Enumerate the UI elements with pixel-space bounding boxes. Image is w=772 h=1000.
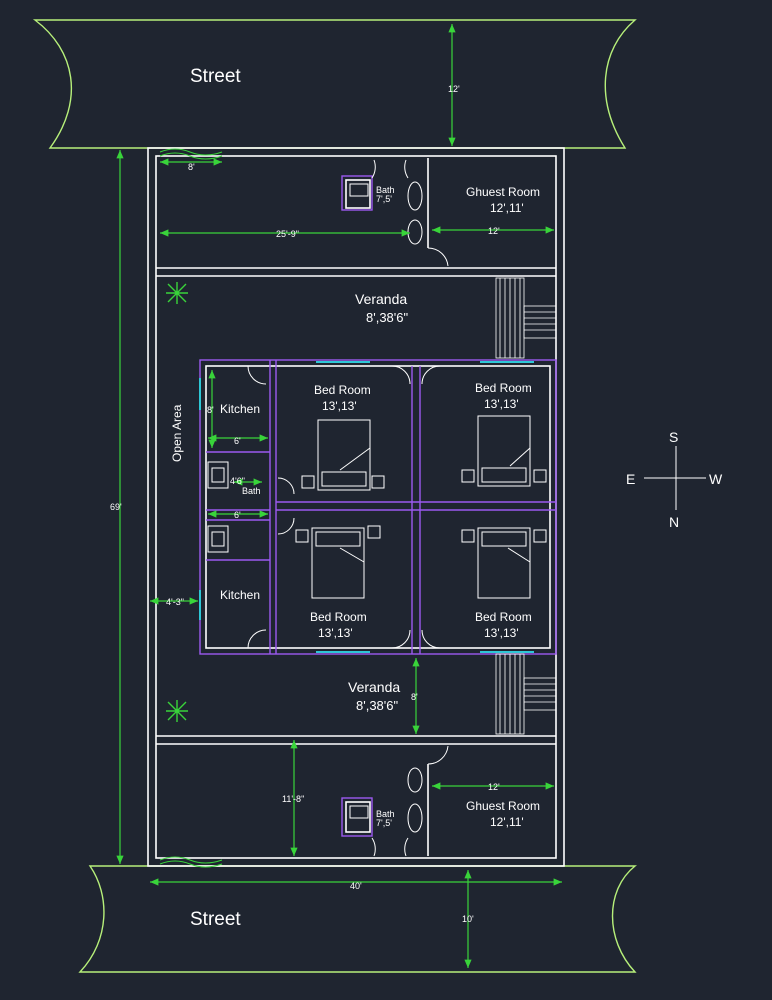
bed-br-size: 13',13' — [484, 626, 519, 640]
veranda-bottom-name: Veranda — [348, 679, 400, 695]
street-top-label: Street — [190, 66, 241, 87]
compass: S N E W — [626, 429, 723, 530]
dim-span-left: 25'-9" — [276, 229, 299, 239]
dim-kitchen-top-width: 6' — [234, 436, 241, 446]
bed-tl-size: 13',13' — [322, 399, 357, 413]
bath-bottom-name: Bath — [376, 809, 395, 819]
bed-tr-furniture — [461, 415, 547, 487]
dim-street-bottom: 10' — [462, 914, 474, 924]
dim-veranda-depth: 8' — [411, 692, 418, 702]
guest-top-name: Ghuest Room — [466, 185, 540, 199]
toilet-mid-b — [207, 525, 229, 553]
guest-bottom-name: Ghuest Room — [466, 799, 540, 813]
bed-tl-name: Bed Room — [314, 383, 371, 397]
dim-guest-top: 12' — [488, 226, 500, 236]
street-top — [32, 19, 637, 149]
bath-mid-name: Bath — [242, 486, 261, 496]
compass-north: N — [669, 514, 679, 530]
street-bottom-label: Street — [190, 909, 241, 930]
guest-bottom-size: 12',11' — [490, 815, 524, 829]
veranda-bottom-size: 8',38'6" — [356, 698, 398, 713]
bath-top-name: Bath — [376, 185, 395, 195]
bath-bottom-size: 7',5' — [376, 818, 392, 828]
bed-bl-name: Bed Room — [310, 610, 367, 624]
dim-bath-mid: 4'6" — [230, 476, 245, 486]
veranda-top-name: Veranda — [355, 291, 407, 307]
open-area-name: Open Area — [170, 404, 184, 462]
dim-total-depth: 69' — [110, 502, 122, 512]
kitchen-bottom-name: Kitchen — [220, 588, 260, 602]
street-bottom — [78, 865, 637, 973]
compass-east: E — [626, 471, 635, 487]
dim-kitchen-top-depth: 8' — [207, 405, 214, 415]
dim-guest-bottom-depth: 11'-8" — [282, 794, 304, 804]
bed-bl-size: 13',13' — [318, 626, 353, 640]
veranda-top-size: 8',38'6" — [366, 310, 408, 325]
bed-bl-furniture — [295, 525, 381, 599]
dim-kitchen-bottom-width: 6' — [234, 510, 241, 520]
dim-gate: 8' — [188, 162, 195, 172]
gate-top — [159, 148, 223, 160]
guest-top-size: 12',11' — [490, 201, 524, 215]
dim-street-top: 12' — [448, 84, 460, 94]
stairs-bottom — [495, 653, 557, 735]
dim-open-area: 4'-3" — [166, 597, 184, 607]
plant-top-icon — [166, 282, 188, 304]
compass-south: S — [669, 429, 678, 445]
bed-tr-size: 13',13' — [484, 397, 519, 411]
kitchen-top-name: Kitchen — [220, 402, 260, 416]
toilet-mid-a — [207, 461, 229, 489]
stairs-top — [495, 277, 557, 359]
plant-bottom-icon — [166, 700, 188, 722]
plot-boundary — [147, 147, 565, 867]
dim-total-width: 40' — [350, 881, 362, 891]
compass-west: W — [709, 471, 723, 487]
bed-tl-furniture — [301, 419, 385, 491]
dim-guest-bottom: 12' — [488, 782, 500, 792]
bath-top-size: 7',5' — [376, 194, 392, 204]
bed-br-name: Bed Room — [475, 610, 532, 624]
middle-block — [199, 359, 557, 655]
bed-tr-name: Bed Room — [475, 381, 532, 395]
bed-br-furniture — [461, 527, 547, 599]
gate-bottom — [159, 856, 223, 868]
